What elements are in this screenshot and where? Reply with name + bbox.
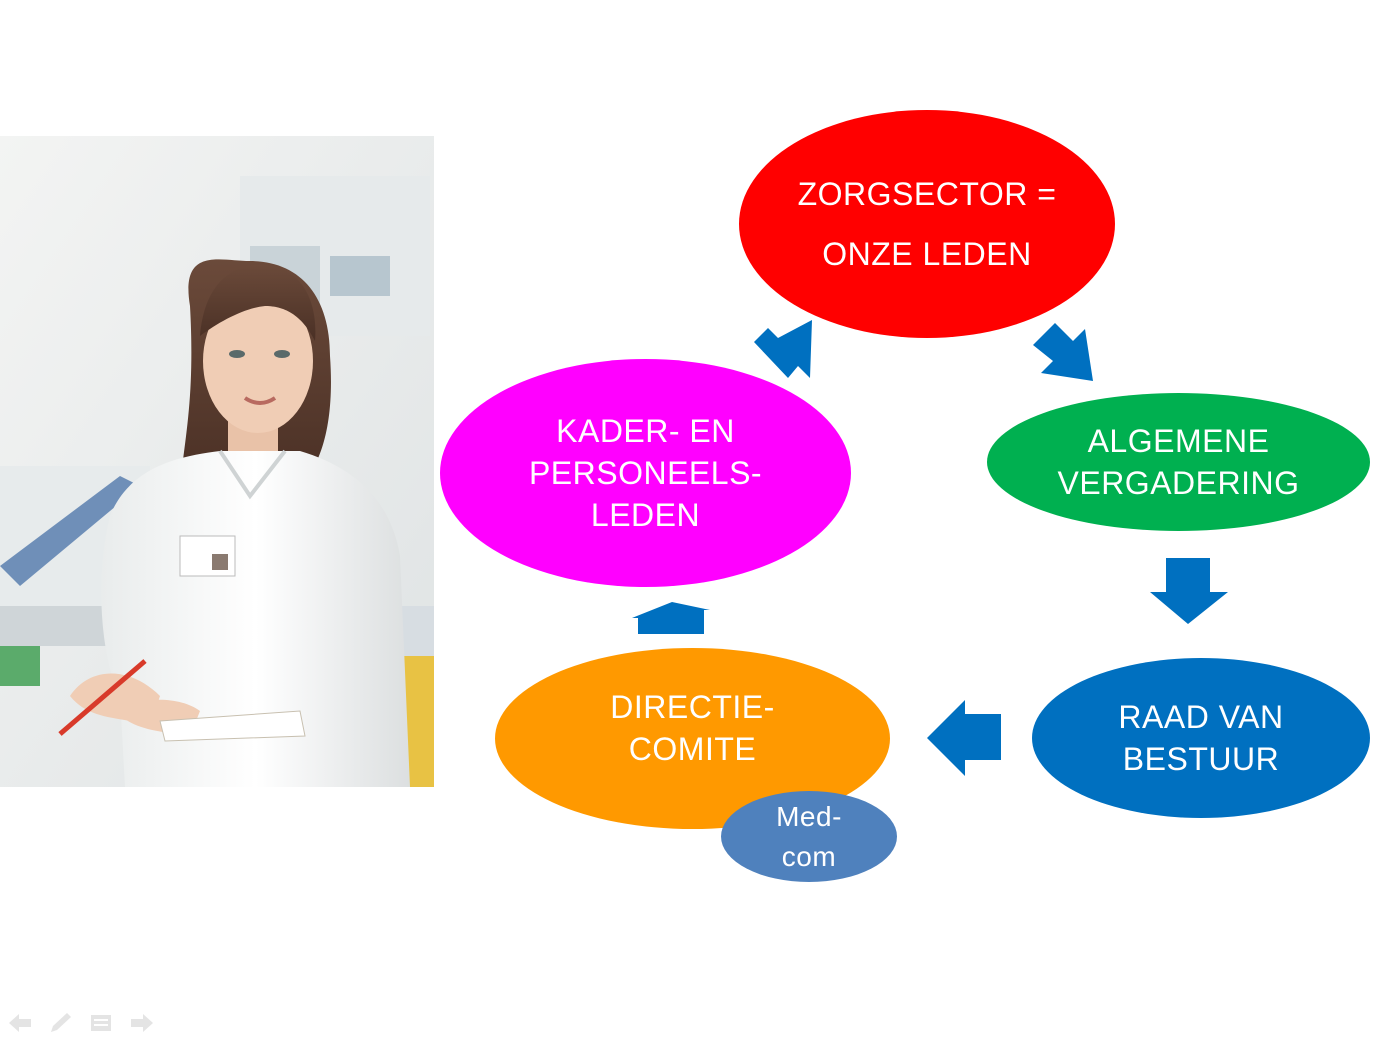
node-zorgsector-line2: ONZE LEDEN bbox=[822, 236, 1032, 272]
node-medcom-line2: com bbox=[781, 840, 837, 872]
arrow-up-right-icon bbox=[754, 320, 812, 378]
node-raad-line2: BESTUUR bbox=[1122, 741, 1280, 777]
node-kader-line1: KADER- EN bbox=[556, 413, 735, 449]
node-directie-line1: DIRECTIE- bbox=[610, 688, 775, 725]
node-algemene-line2: VERGADERING bbox=[1057, 465, 1300, 501]
nurse-photo bbox=[0, 136, 434, 787]
node-kader-line3: LEDEN bbox=[590, 497, 701, 533]
node-kader-line2: PERSONEELS- bbox=[528, 455, 763, 491]
node-kader-personeelsleden: KADER- EN PERSONEELS- LEDEN bbox=[440, 359, 851, 587]
node-algemene-line1: ALGEMENE bbox=[1087, 423, 1270, 459]
slide-navigation bbox=[8, 1010, 154, 1036]
node-medcom-line1: Med- bbox=[776, 800, 842, 832]
arrow-up-icon bbox=[632, 602, 710, 634]
node-directie-line2: COMITE bbox=[628, 730, 757, 767]
pen-icon[interactable] bbox=[48, 1012, 74, 1034]
node-raad-van-bestuur: RAAD VAN BESTUUR bbox=[1032, 658, 1370, 818]
node-algemene-vergadering: ALGEMENE VERGADERING bbox=[987, 393, 1370, 531]
arrow-down-icon bbox=[1150, 558, 1228, 624]
node-medcom: Med- com bbox=[721, 791, 897, 882]
arrow-left-icon bbox=[927, 700, 1001, 776]
node-raad-line1: RAAD VAN bbox=[1118, 699, 1284, 735]
back-icon[interactable] bbox=[8, 1012, 34, 1034]
node-zorgsector-line1: ZORGSECTOR = bbox=[797, 176, 1057, 212]
node-zorgsector: ZORGSECTOR = ONZE LEDEN bbox=[739, 110, 1115, 338]
arrow-down-right-icon bbox=[1033, 323, 1093, 381]
forward-icon[interactable] bbox=[128, 1012, 154, 1034]
menu-icon[interactable] bbox=[88, 1012, 114, 1034]
